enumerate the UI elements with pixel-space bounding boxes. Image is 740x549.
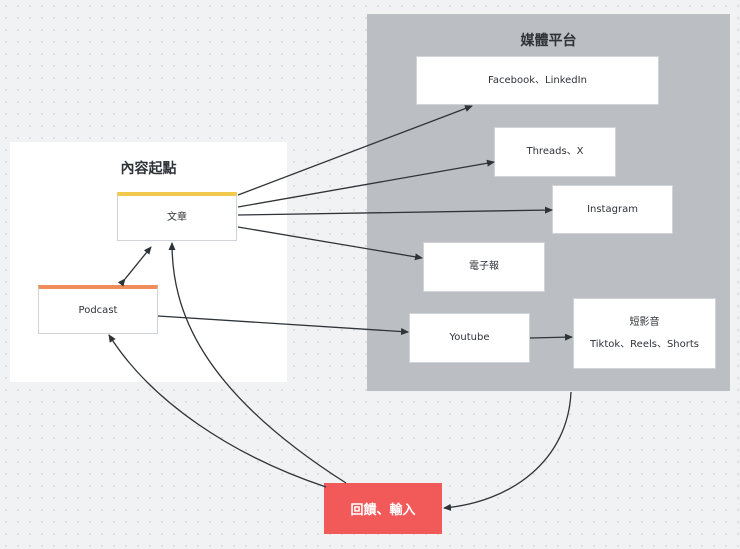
- short-video-node[interactable]: 短影音 Tiktok、Reels、Shorts: [573, 298, 716, 369]
- arrow-short-video-to-feedback: [443, 391, 572, 511]
- feedback-input-label: 回饋、輸入: [350, 503, 416, 518]
- instagram-label: Instagram: [587, 203, 638, 215]
- instagram-node[interactable]: Instagram: [552, 185, 673, 234]
- podcast-label: Podcast: [78, 305, 118, 316]
- youtube-label: Youtube: [449, 332, 490, 343]
- threads-x-node[interactable]: Threads、X: [494, 127, 616, 177]
- arrow-article-to-newsletter: [237, 226, 423, 261]
- arrow-article-to-facebook: [237, 105, 473, 196]
- content-origin-title: 內容起點: [120, 161, 177, 177]
- newsletter-label: 電子報: [469, 261, 499, 272]
- short-video-title: 短影音: [629, 316, 660, 328]
- short-video-platforms: Tiktok、Reels、Shorts: [589, 338, 700, 350]
- article-node[interactable]: 文章: [117, 192, 237, 241]
- newsletter-node[interactable]: 電子報: [423, 242, 545, 292]
- youtube-node[interactable]: Youtube: [409, 313, 530, 363]
- arrow-article-to-instagram: [237, 206, 553, 216]
- feedback-input-node[interactable]: 回饋、輸入: [324, 483, 442, 534]
- threads-x-label: Threads、X: [526, 146, 584, 157]
- arrow-article-to-threads: [237, 159, 495, 208]
- arrow-feedback-to-podcast: [108, 334, 327, 488]
- facebook-linkedin-node[interactable]: Facebook、LinkedIn: [416, 56, 659, 105]
- arrow-feedback-to-article: [168, 242, 347, 484]
- arrow-article-podcast-bidirectional: [117, 246, 152, 287]
- arrow-youtube-to-short-video: [529, 333, 573, 341]
- facebook-linkedin-label: Facebook、LinkedIn: [488, 74, 587, 86]
- media-platform-title: 媒體平台: [520, 33, 577, 49]
- podcast-node[interactable]: Podcast: [38, 285, 158, 334]
- arrow-podcast-to-youtube: [157, 315, 409, 336]
- article-label: 文章: [167, 212, 187, 223]
